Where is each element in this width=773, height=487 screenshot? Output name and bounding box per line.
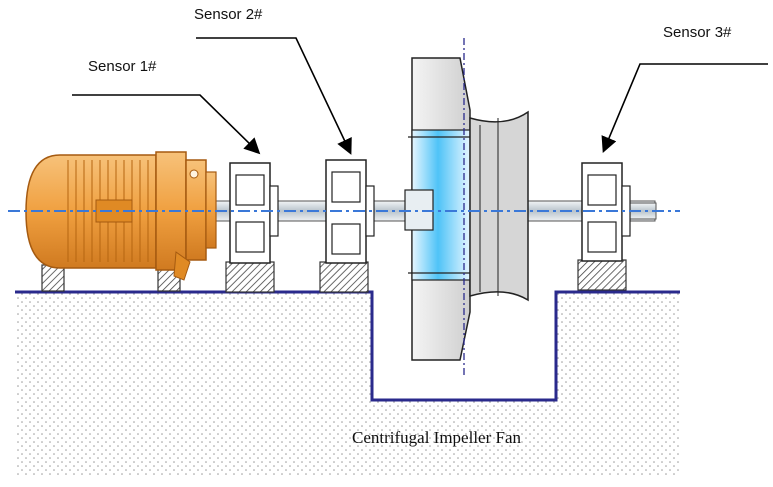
bearing-2 xyxy=(319,159,375,293)
sensor-1-leader xyxy=(72,94,261,155)
sensor-2-leader xyxy=(196,37,352,155)
fan-caption: Centrifugal Impeller Fan xyxy=(352,428,522,447)
centrifugal-impeller xyxy=(404,57,529,361)
sensor-3-leader xyxy=(601,63,768,153)
sensor-2-label: Sensor 2# xyxy=(194,6,263,23)
ground xyxy=(15,290,680,476)
sensor-3-label: Sensor 3# xyxy=(663,24,732,41)
sensor-1-label: Sensor 1# xyxy=(88,58,157,75)
bearing-3 xyxy=(577,162,631,291)
electric-motor xyxy=(25,151,217,292)
bearing-1 xyxy=(225,162,279,293)
